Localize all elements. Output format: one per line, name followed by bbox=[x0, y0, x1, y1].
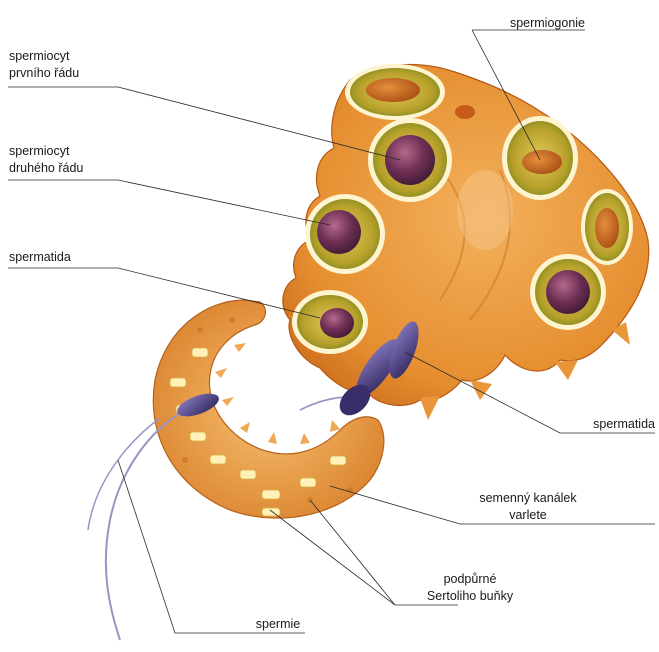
spermatid-cell bbox=[292, 290, 368, 354]
label-spermatid-left: spermatida bbox=[9, 250, 71, 265]
label-sertoli-line2: Sertoliho buňky bbox=[410, 589, 530, 604]
label-primary-spermatocyte-line1: spermiocyt bbox=[9, 49, 69, 64]
label-secondary-spermatocyte-line2: druhého řádu bbox=[9, 161, 83, 176]
label-primary-spermatocyte-line2: prvního řádu bbox=[9, 66, 79, 81]
label-spermiogonie: spermiogonie bbox=[479, 16, 585, 31]
label-tubule-line1: semenný kanálek bbox=[468, 491, 588, 506]
label-tubule-line2: varlete bbox=[468, 508, 588, 523]
secondary-spermatocyte-cells bbox=[305, 194, 385, 274]
label-sertoli-line1: podpůrné bbox=[410, 572, 530, 587]
label-secondary-spermatocyte-line1: spermiocyt bbox=[9, 144, 69, 159]
label-spermatid-right: spermatida bbox=[560, 417, 655, 432]
label-sperm: spermie bbox=[248, 617, 308, 632]
